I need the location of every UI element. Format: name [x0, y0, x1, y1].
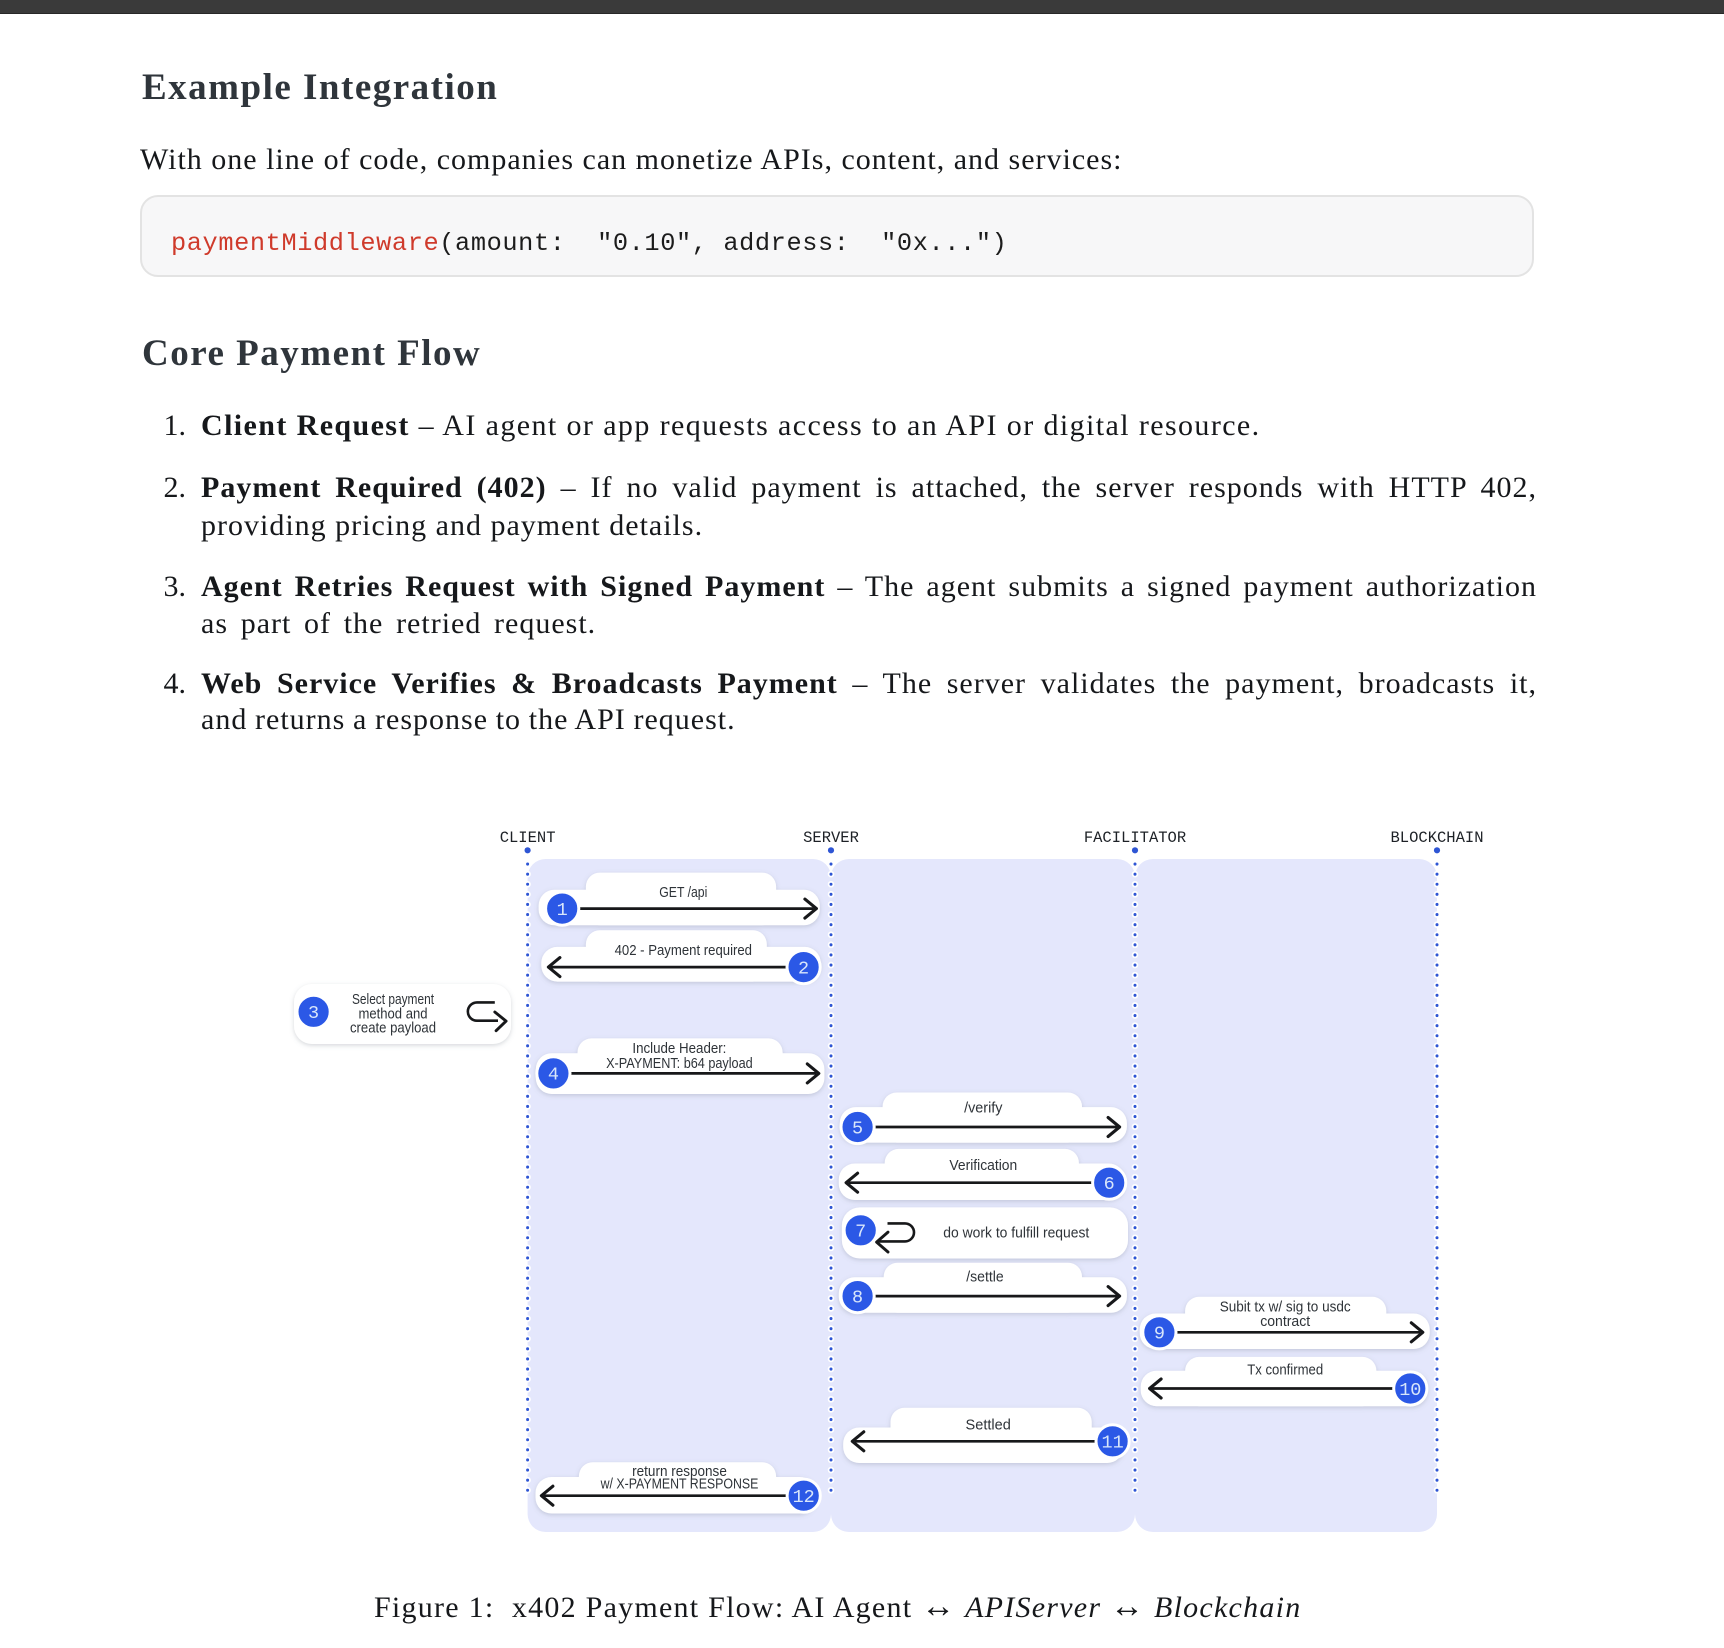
svg-text:10: 10 — [1399, 1380, 1421, 1401]
svg-text:return response: return response — [632, 1463, 727, 1480]
svg-text:5: 5 — [852, 1118, 863, 1139]
svg-text:Settled: Settled — [966, 1416, 1011, 1433]
svg-text:Verification: Verification — [949, 1157, 1017, 1174]
svg-text:/settle: /settle — [966, 1269, 1004, 1286]
svg-text:9: 9 — [1154, 1324, 1165, 1345]
svg-text:FACILITATOR: FACILITATOR — [1084, 829, 1186, 847]
svg-text:Include Header:: Include Header: — [632, 1040, 726, 1057]
svg-text:GET /api: GET /api — [659, 884, 707, 901]
svg-text:/verify: /verify — [964, 1099, 1003, 1116]
svg-text:1: 1 — [557, 900, 568, 921]
svg-text:w/ X-PAYMENT RESPONSE: w/ X-PAYMENT RESPONSE — [600, 1476, 759, 1493]
svg-text:2: 2 — [798, 958, 809, 979]
svg-text:X-PAYMENT: b64 payload: X-PAYMENT: b64 payload — [606, 1055, 753, 1072]
svg-text:7: 7 — [855, 1222, 866, 1243]
svg-text:do work to fulfill request: do work to fulfill request — [943, 1225, 1090, 1242]
svg-text:BLOCKCHAIN: BLOCKCHAIN — [1390, 829, 1483, 847]
svg-text:CLIENT: CLIENT — [500, 829, 556, 847]
svg-text:3: 3 — [308, 1003, 319, 1024]
svg-text:4: 4 — [548, 1065, 559, 1086]
svg-text:402 - Payment required: 402 - Payment required — [615, 942, 752, 959]
svg-text:create payload: create payload — [350, 1020, 436, 1037]
svg-text:6: 6 — [1104, 1174, 1115, 1195]
svg-text:11: 11 — [1101, 1433, 1123, 1454]
svg-text:Tx confirmed: Tx confirmed — [1247, 1362, 1323, 1379]
svg-text:Select payment: Select payment — [352, 991, 435, 1008]
svg-text:method and: method and — [359, 1005, 428, 1022]
svg-text:SERVER: SERVER — [803, 829, 859, 847]
svg-text:contract: contract — [1260, 1313, 1311, 1330]
svg-text:12: 12 — [793, 1487, 815, 1508]
svg-text:8: 8 — [852, 1287, 863, 1308]
svg-text:Subit tx w/ sig to usdc: Subit tx w/ sig to usdc — [1220, 1299, 1351, 1316]
